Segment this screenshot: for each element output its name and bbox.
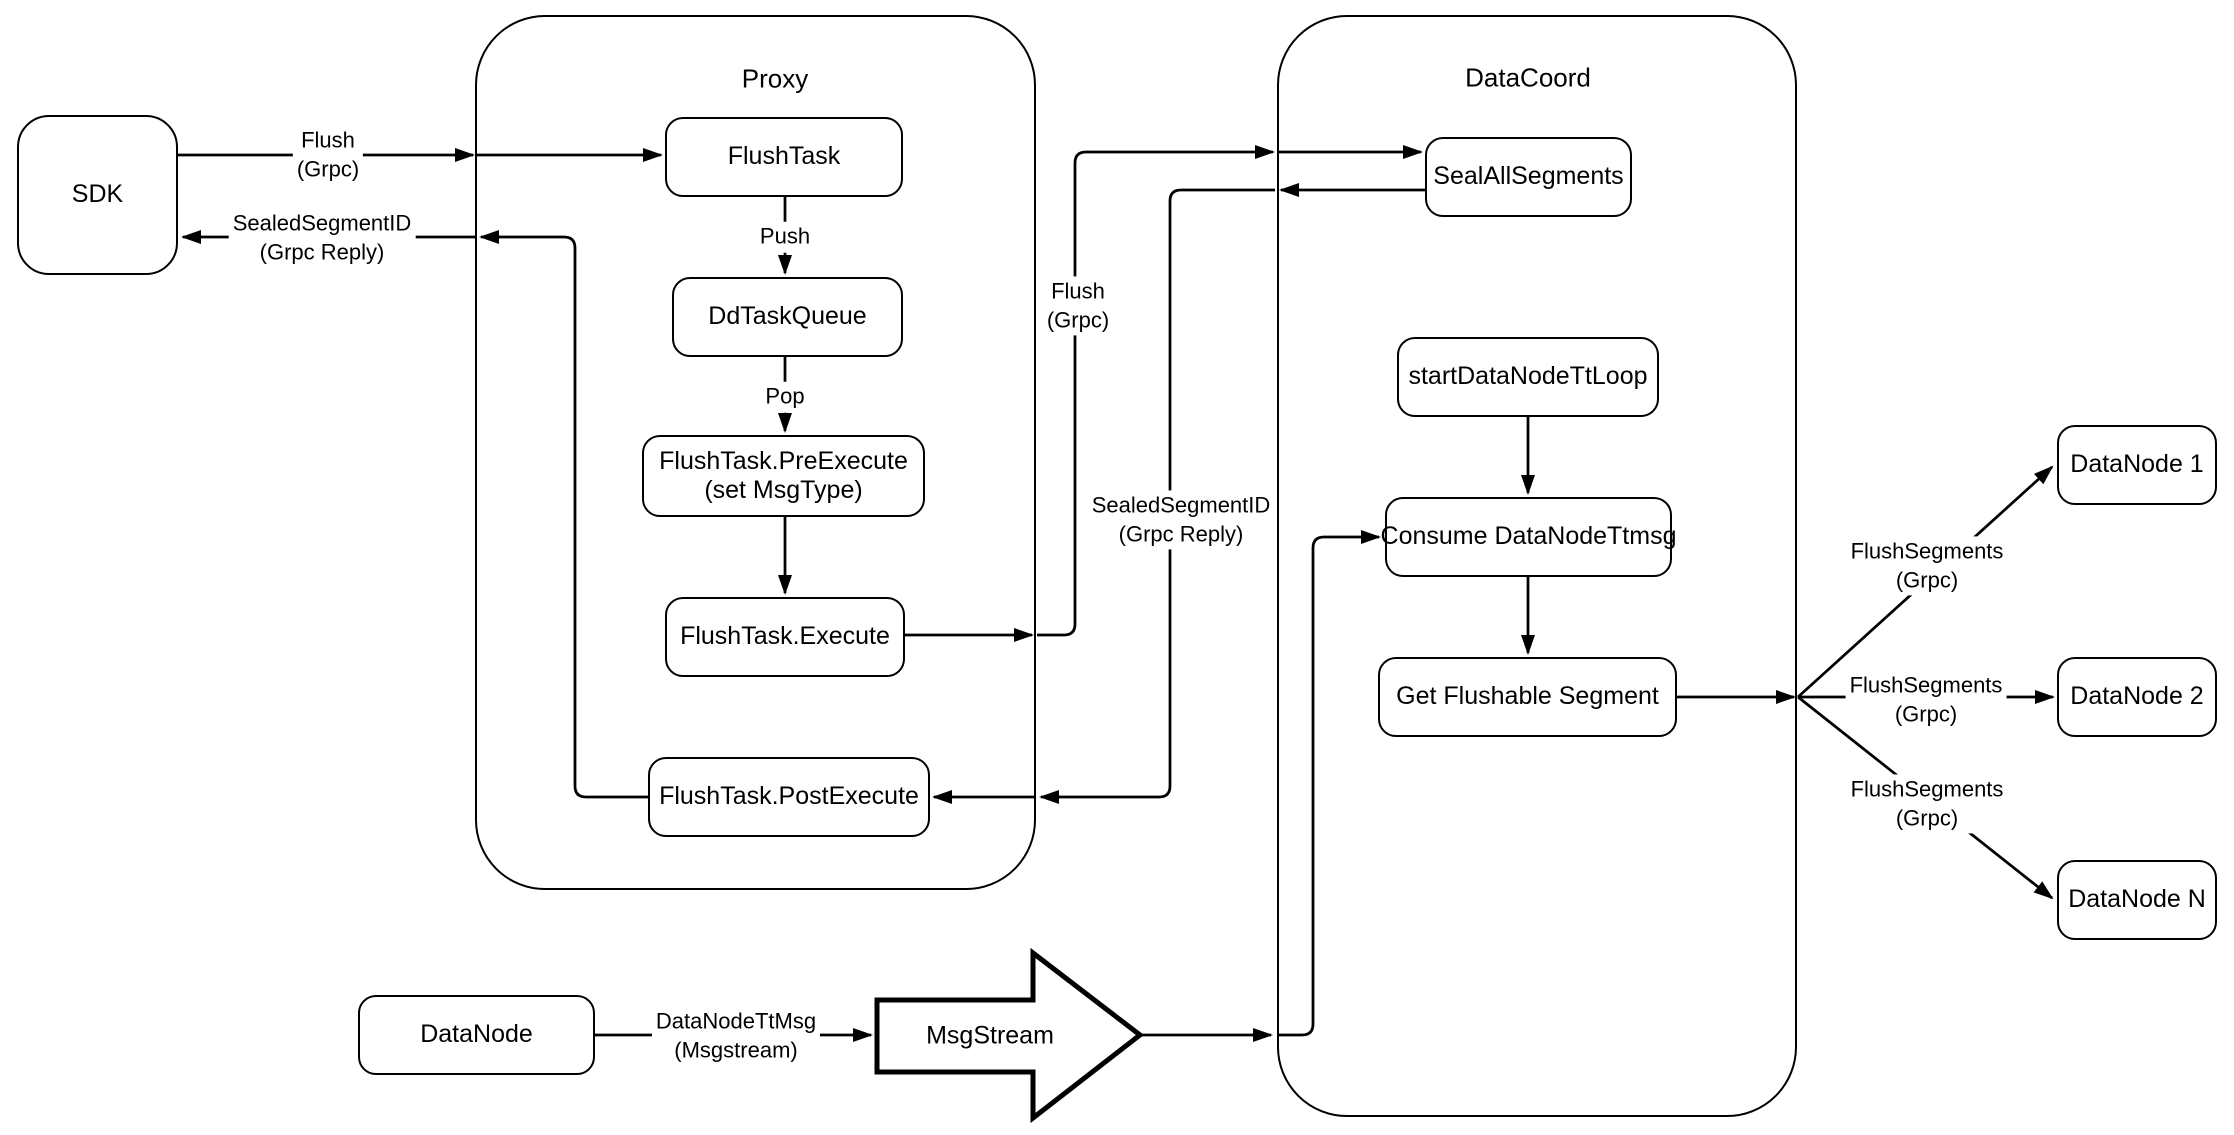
edge-label-push: Push bbox=[755, 221, 815, 253]
node-datanode-2: DataNode 2 bbox=[2057, 657, 2217, 737]
node-flushtask-execute: FlushTask.Execute bbox=[665, 597, 905, 677]
edge-label-pop: Pop bbox=[761, 381, 809, 413]
node-sdk-label: SDK bbox=[71, 180, 124, 209]
edge-label-flushsegments-dnn: FlushSegments (Grpc) bbox=[1846, 774, 2008, 834]
node-datanode-n-label: DataNode N bbox=[2068, 885, 2206, 914]
edge-label-flushsegments-dn1: FlushSegments (Grpc) bbox=[1846, 536, 2008, 596]
node-consume-datanodettmsg-label: Consume DataNodeTtmsg bbox=[1380, 522, 1677, 551]
edge-label-sealedsegmentid-proxy-sdk: SealedSegmentID (Grpc Reply) bbox=[228, 208, 416, 268]
node-datanode-1-label: DataNode 1 bbox=[2070, 450, 2204, 479]
edge-datacoordedge-to-consume bbox=[1277, 530, 1381, 1037]
edge-postexecute-to-proxyedge bbox=[479, 230, 648, 799]
node-datanode-source: DataNode bbox=[358, 995, 595, 1075]
node-sealallsegments-label: SealAllSegments bbox=[1433, 162, 1624, 191]
node-flushtask-postexecute: FlushTask.PostExecute bbox=[648, 757, 930, 837]
edge-label-sealedsegmentid-datacoord-proxy: SealedSegmentID (Grpc Reply) bbox=[1087, 490, 1275, 550]
node-flushtask-execute-label: FlushTask.Execute bbox=[680, 622, 890, 651]
msgstream-label: MsgStream bbox=[926, 1021, 1054, 1050]
msgstream-block-arrow bbox=[874, 947, 1145, 1124]
node-datanode-1: DataNode 1 bbox=[2057, 425, 2217, 505]
proxy-title: Proxy bbox=[741, 63, 809, 94]
node-flushtask-postexecute-label: FlushTask.PostExecute bbox=[659, 782, 919, 811]
proxy-container bbox=[475, 15, 1036, 890]
node-flushtask-preexecute-label-line1: FlushTask.PreExecute bbox=[659, 446, 908, 475]
edge-proxyedge-to-datacoord bbox=[1037, 145, 1275, 637]
node-consume-datanodettmsg: Consume DataNodeTtmsg bbox=[1381, 497, 1676, 577]
edge-label-flush-sdk-proxy: Flush (Grpc) bbox=[292, 125, 364, 185]
node-startdatanodettloop: startDataNodeTtLoop bbox=[1397, 337, 1659, 417]
node-ddtaskqueue-label: DdTaskQueue bbox=[708, 302, 867, 331]
node-flushtask-preexecute: FlushTask.PreExecute (set MsgType) bbox=[642, 435, 925, 517]
node-sdk: SDK bbox=[17, 115, 178, 275]
edge-label-flushsegments-dn2: FlushSegments (Grpc) bbox=[1845, 670, 2007, 730]
node-startdatanodettloop-label: startDataNodeTtLoop bbox=[1408, 362, 1648, 391]
node-datanode-n: DataNode N bbox=[2057, 860, 2217, 940]
node-ddtaskqueue: DdTaskQueue bbox=[672, 277, 903, 357]
datacoord-container bbox=[1277, 15, 1797, 1117]
node-get-flushable-segment: Get Flushable Segment bbox=[1378, 657, 1677, 737]
edge-label-datanodettmsg: DataNodeTtMsg (Msgstream) bbox=[651, 1006, 821, 1066]
node-sealallsegments: SealAllSegments bbox=[1425, 137, 1632, 217]
node-get-flushable-segment-label: Get Flushable Segment bbox=[1396, 682, 1659, 711]
node-flushtask-preexecute-label-line2: (set MsgType) bbox=[704, 476, 863, 504]
edge-label-flush-proxy-datacoord: Flush (Grpc) bbox=[1042, 276, 1114, 336]
node-flushtask: FlushTask bbox=[665, 117, 903, 197]
node-datanode-2-label: DataNode 2 bbox=[2070, 682, 2204, 711]
node-datanode-source-label: DataNode bbox=[420, 1020, 533, 1049]
datacoord-title: DataCoord bbox=[1465, 62, 1591, 93]
node-flushtask-label: FlushTask bbox=[727, 142, 841, 171]
